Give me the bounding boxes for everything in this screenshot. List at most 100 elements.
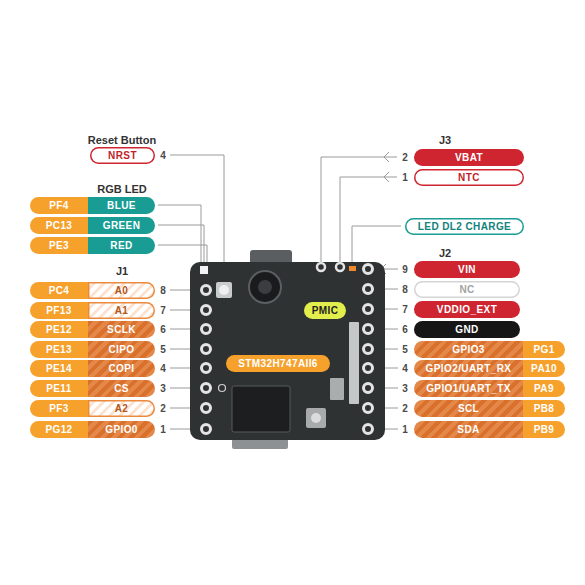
pin-name: CIPO [108,341,134,358]
pin-number: 2 [402,152,408,163]
j3-pad [336,263,344,271]
port-pill: PA10 [523,360,565,377]
leader-line [321,157,397,262]
analog-pin-pill: A0 [88,282,155,299]
pin-name: SCL [458,400,479,417]
pin-pad [202,384,211,393]
digital-pin-pill: GPIO0 [88,421,155,438]
chip-label: PMIC [304,302,346,319]
pin-number: 8 [160,285,166,296]
board [190,262,385,440]
pin-number: 4 [160,363,166,374]
pin-number: 7 [402,304,408,315]
pin-name: SDA [457,421,479,438]
power-pill: VIN [414,261,520,278]
chip-label: STM32H747AII6 [226,355,330,372]
group-heading: Reset Button [88,134,156,146]
digital-pin-pill: CS [88,380,155,397]
pin-name: NC [459,281,474,298]
pin-pad [364,325,373,334]
pin-name: A0 [115,282,129,299]
pin-name: CS [114,380,129,397]
pin-pad [202,325,211,334]
port-pill: PC4 [30,282,88,299]
chip [232,386,290,432]
port-pill: PE12 [30,321,88,338]
port-pill: PF13 [30,302,88,319]
round-component [249,271,281,303]
pin-name: GPIO2/UART_RX [426,360,512,377]
pin-name: COPI [108,360,134,377]
pin-name: PB8 [534,400,555,417]
pin-number: 6 [402,324,408,335]
port-pill: PE11 [30,380,88,397]
group-heading: J3 [439,134,451,146]
ufl-connector [306,408,326,428]
port-pill: PG1 [523,341,565,358]
pin-pad [364,425,373,434]
port-pill: PE3 [30,237,88,254]
pin-name: PE14 [46,360,72,377]
pin-name: PC4 [49,282,70,299]
reset-button [216,282,232,298]
led-pill: GREEN [88,217,155,234]
port-pill: PE13 [30,341,88,358]
pin-pad [364,285,373,294]
port-pill: PB9 [523,421,565,438]
status-pill: LED DL2 CHARGE [405,218,524,235]
group-heading: J1 [116,265,128,277]
analog-pin-pill: A2 [88,400,155,417]
pin-name: GPIO0 [105,421,138,438]
pin-name: BLUE [107,197,136,214]
pin-name: PB9 [534,421,555,438]
power-pill: VDDIO_EXT [414,301,520,318]
j2-pins [364,265,373,434]
pin-pad [364,265,373,274]
unconnected-pill: NC [414,281,520,298]
port-pill: PA9 [523,380,565,397]
digital-pin-pill: COPI [88,360,155,377]
led-pill: BLUE [88,197,155,214]
pin-name: VIN [458,261,476,278]
pin-name: VBAT [455,149,483,166]
pin-pad [364,404,373,413]
power-pill: VBAT [414,149,524,166]
pin-number: 3 [160,383,166,394]
ufl-connector-center [311,413,321,423]
pin-name: PE3 [49,237,69,254]
logo-mark [219,385,226,392]
charge-led [349,266,356,271]
grey-chip [330,378,344,400]
pin-pad [364,305,373,314]
pin-pad [202,345,211,354]
pin-pad [364,364,373,373]
pin-pad [364,384,373,393]
pin-name: PC13 [46,217,73,234]
pin-name: GND [455,321,478,338]
pin-number: 5 [160,344,166,355]
group-heading: J2 [439,247,451,259]
pin-name: A2 [115,400,129,417]
group-heading: RGB LED [97,183,147,195]
led-pill: RED [88,237,155,254]
pin-number: 2 [160,403,166,414]
digital-pin-pill: GPIO1/UART_TX [414,380,523,397]
leader-line [352,226,401,266]
rgb-led [200,266,208,274]
pin-name: A1 [115,302,129,319]
power-outline-pill: NTC [414,169,524,186]
pin-number: 9 [402,264,408,275]
pin-number: 1 [402,424,408,435]
pin-name: PA9 [534,380,554,397]
pin-name: PE12 [46,321,72,338]
digital-pin-pill: SCLK [88,321,155,338]
input-chevron [384,152,389,162]
port-pill: PE14 [30,360,88,377]
pin-number: 1 [402,172,408,183]
pin-name: PA10 [531,360,557,377]
grey-chip [349,322,359,404]
leader-line [158,205,201,266]
pin-number: 4 [402,363,408,374]
pin-number: 7 [160,305,166,316]
pin-name: NTC [458,169,480,186]
